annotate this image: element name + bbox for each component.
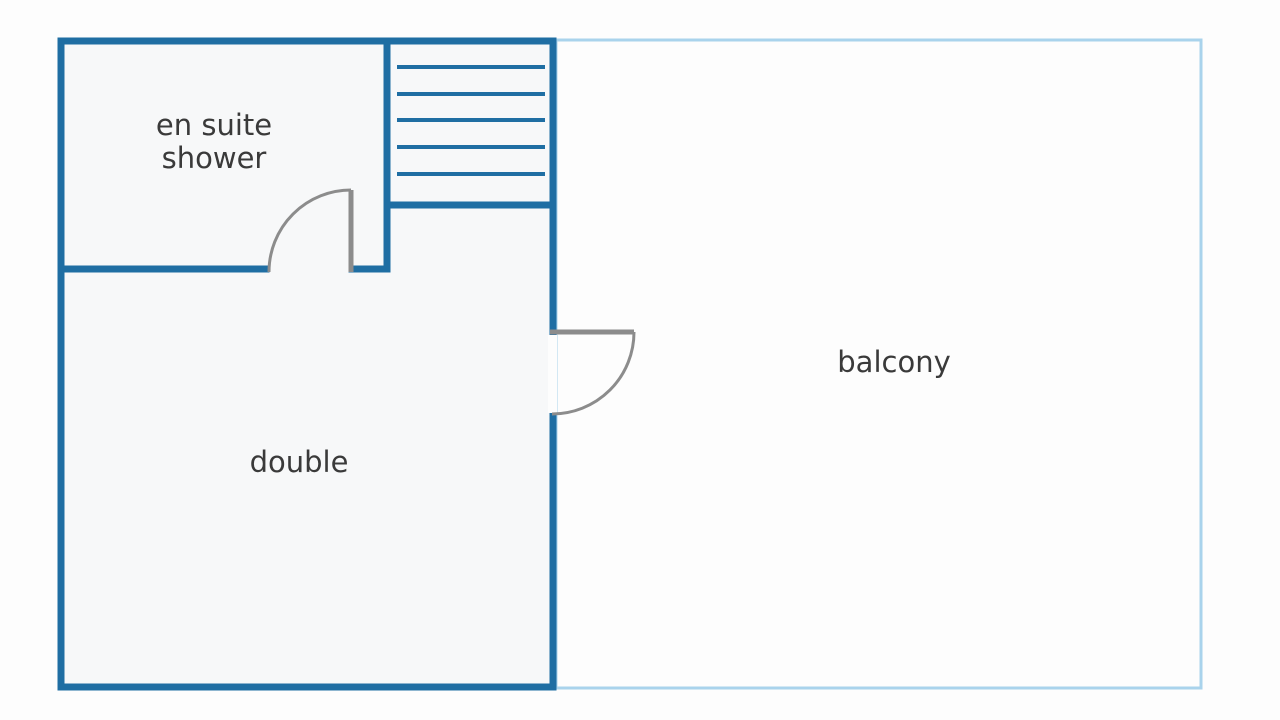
walls xyxy=(57,37,557,691)
room-label-shower: shower xyxy=(162,141,267,175)
outer-wall xyxy=(57,37,557,691)
room-label-balcony: balcony xyxy=(837,345,950,379)
ensuite-door xyxy=(267,188,354,273)
balcony-door xyxy=(548,329,636,416)
balcony-area xyxy=(554,38,1203,690)
room-label-double: double xyxy=(250,445,349,479)
interior-area xyxy=(61,41,553,687)
stairs xyxy=(397,65,545,176)
room-label-ensuite: en suite xyxy=(156,108,272,142)
